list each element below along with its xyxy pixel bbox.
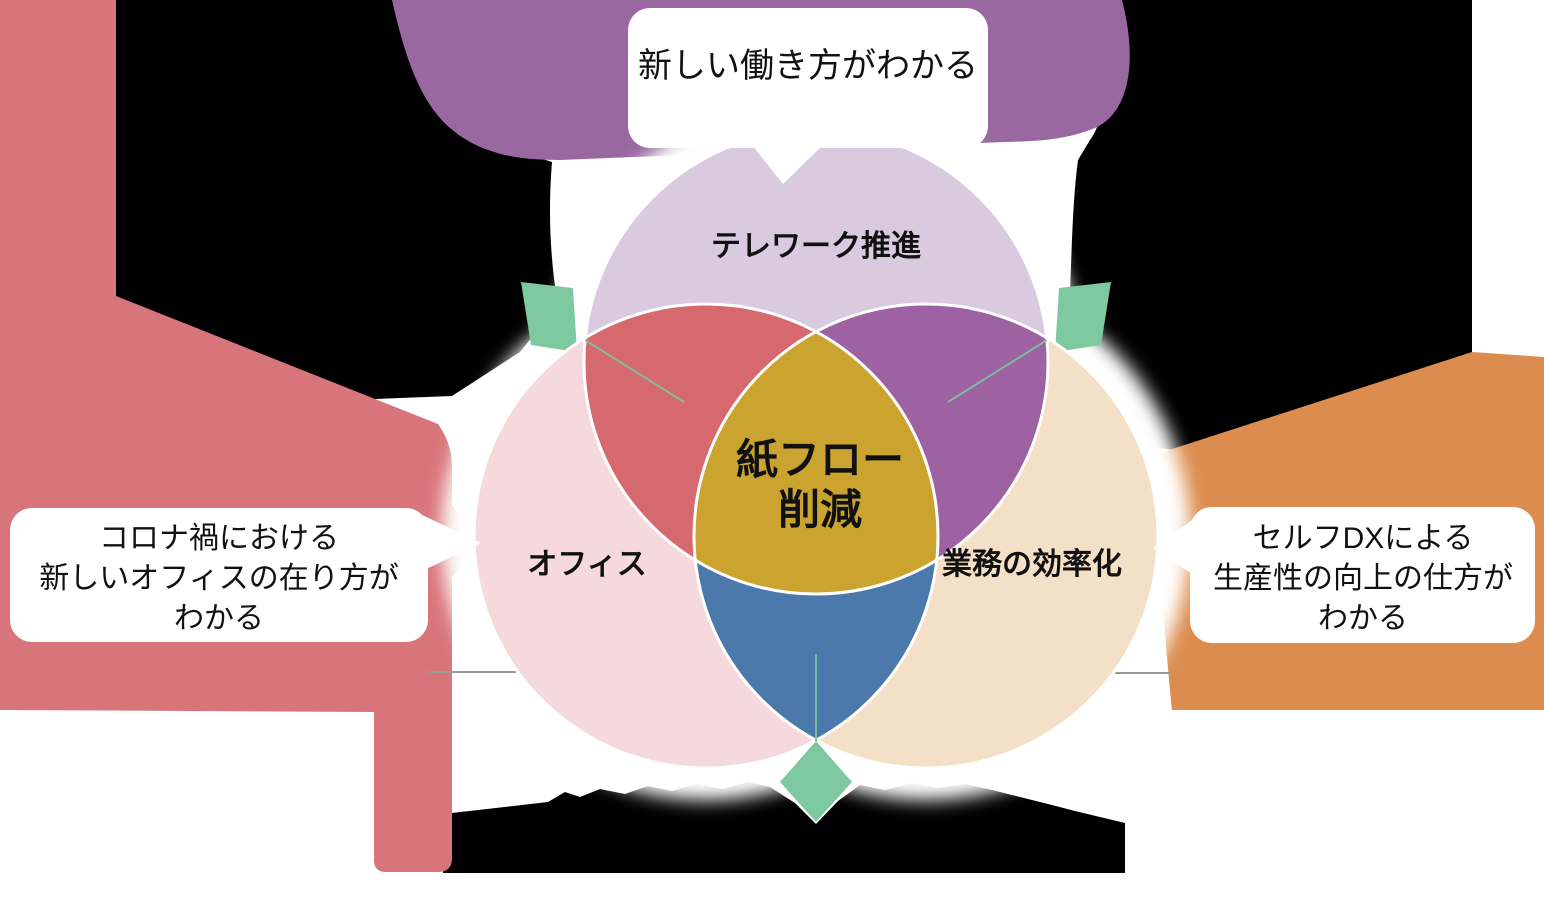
speech-bubble-left: コロナ禍における 新しいオフィスの在り方が わかる [10, 508, 481, 642]
speech-bubble-left-tail [420, 514, 481, 572]
transparent-region-top-left [116, 0, 558, 400]
speech-bubble-top: 新しい働き方がわかる [628, 8, 988, 184]
speech-bubble-right: セルフDXによる 生産性の向上の仕方が わかる [1153, 507, 1535, 643]
red-side-blob [0, 0, 483, 872]
intersection-center [694, 304, 938, 594]
circle-efficiency-outline [692, 302, 1160, 770]
label-center-line2: 削減 [778, 486, 862, 533]
green-diamond-bottom [780, 741, 852, 822]
speech-bubble-left-body [10, 508, 428, 642]
speech-bubble-top-body [628, 8, 988, 148]
label-telework: テレワーク推進 [711, 230, 921, 263]
speech-bubble-left-line3: わかる [174, 602, 264, 635]
circle-office-outline [472, 302, 940, 770]
leader-line-right [947, 339, 1048, 403]
speech-bubble-top-text: 新しい働き方がわかる [638, 47, 978, 85]
speech-bubble-left-line2: 新しいオフィスの在り方が [39, 562, 398, 595]
transparent-region-bottom [443, 782, 1125, 873]
transparent-region-top-right [1066, 0, 1472, 452]
speech-bubble-right-tail [1153, 516, 1198, 578]
green-diamond-left [521, 282, 577, 352]
label-efficiency: 業務の効率化 [942, 547, 1122, 581]
speech-bubble-right-line3: わかる [1318, 602, 1408, 635]
speech-bubble-right-body [1190, 507, 1535, 643]
speech-bubble-top-tail [748, 140, 828, 184]
green-leader-lines [584, 339, 1048, 742]
venn-circles [472, 128, 1160, 770]
green-diamond-right [1055, 282, 1111, 352]
label-office: オフィス [527, 548, 646, 581]
speech-bubble-left-line1: コロナ禍における [99, 522, 339, 555]
speech-bubble-right-line2: 生産性の向上の仕方が [1213, 562, 1513, 595]
leader-line-left [584, 339, 685, 403]
label-center-line1: 紙フロー [736, 436, 904, 483]
speech-bubble-right-line1: セルフDXによる [1253, 522, 1474, 555]
